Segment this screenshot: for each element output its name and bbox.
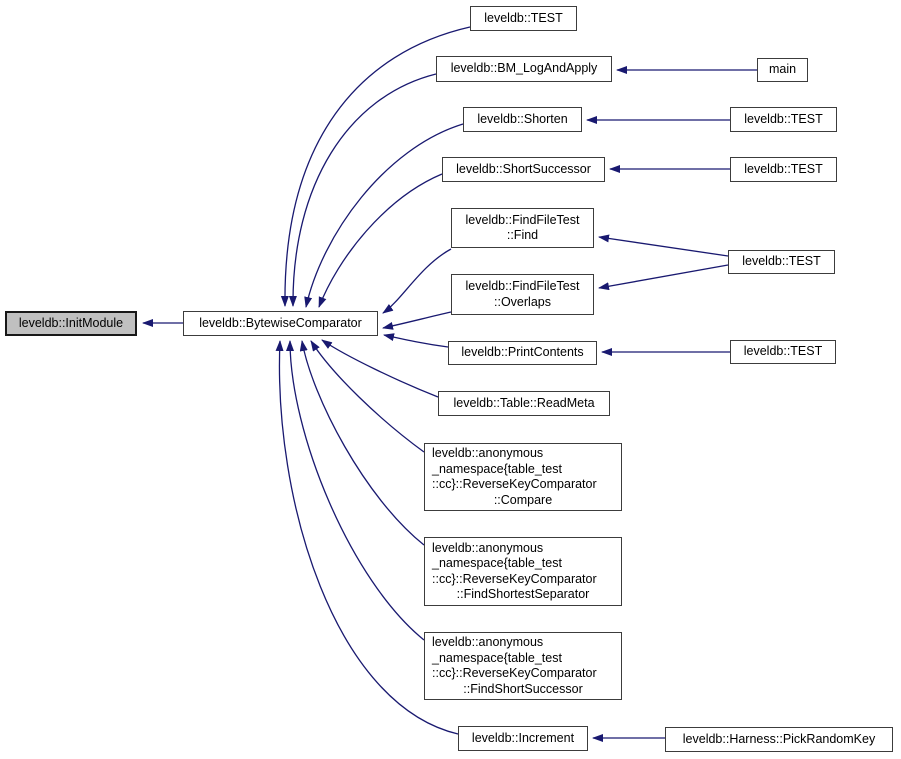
node-label: leveldb::anonymous [432,635,544,649]
node-reversekeycomparator-findshortestseparator[interactable]: leveldb::anonymous _namespace{table_test… [424,537,622,606]
node-label: ::FindShortSuccessor [463,681,583,696]
node-label: leveldb::BM_LogAndApply [450,61,598,76]
edge-shortsuccessor-to-bytewise [318,173,443,308]
node-label: leveldb::anonymous [432,540,544,555]
edge-printcontents-to-bytewise [383,333,449,348]
edge-shorten-to-bytewise [304,123,464,308]
edge-findfiletest-find-to-bytewise [382,248,452,314]
edge-test-to-findfiletest-find [598,234,729,257]
node-label: leveldb::TEST [744,111,823,126]
node-reversekeycomparator-findshortsuccessor[interactable]: leveldb::anonymous _namespace{table_test… [424,632,622,700]
node-label: leveldb::FindFileTest [465,212,580,227]
node-label: ::Overlaps [494,294,551,309]
node-label: _namespace{table_test [432,650,562,665]
node-leveldb-findfiletest-find[interactable]: leveldb::FindFileTest ::Find [451,208,594,248]
node-leveldb-printcontents[interactable]: leveldb::PrintContents [448,341,597,365]
node-main[interactable]: main [757,58,808,82]
node-leveldb-bm-logandapply[interactable]: leveldb::BM_LogAndApply [436,56,612,82]
node-label: ::Compare [493,492,553,507]
node-label: ::cc}::ReverseKeyComparator [432,571,597,586]
node-leveldb-test-3[interactable]: leveldb::TEST [730,157,837,182]
node-leveldb-test-4[interactable]: leveldb::TEST [728,250,835,274]
node-leveldb-initmodule: leveldb::InitModule [5,311,137,336]
node-label: leveldb::Shorten [477,111,568,126]
node-leveldb-findfiletest-overlaps[interactable]: leveldb::FindFileTest ::Overlaps [451,274,594,315]
node-leveldb-test-5[interactable]: leveldb::TEST [730,340,836,364]
node-label: leveldb::FindFileTest [465,279,580,293]
edge-test-top-to-bytewise [280,26,471,307]
node-label: leveldb::Table::ReadMeta [453,395,595,410]
edge-rkc-findshortestseparator-to-bytewise [299,340,425,546]
node-leveldb-test-1[interactable]: leveldb::TEST [470,6,577,31]
node-reversekeycomparator-compare[interactable]: leveldb::anonymous _namespace{table_test… [424,443,622,511]
node-label: leveldb::TEST [743,344,823,359]
edge-rkc-findshortsuccessor-to-bytewise [286,340,425,641]
node-label: ::Find [506,228,539,242]
node-label: ::FindShortestSeparator [456,587,590,601]
node-label: leveldb::TEST [744,161,823,176]
node-label: leveldb::PrintContents [461,345,584,360]
node-leveldb-test-2[interactable]: leveldb::TEST [730,107,837,132]
node-label: _namespace{table_test [432,556,562,570]
node-label: ::cc}::ReverseKeyComparator [432,666,597,680]
node-leveldb-increment[interactable]: leveldb::Increment [458,726,588,751]
edge-increment-to-bytewise [275,340,459,735]
node-label: leveldb::TEST [742,254,821,269]
node-label: leveldb::anonymous [432,446,544,460]
node-leveldb-table-readmeta[interactable]: leveldb::Table::ReadMeta [438,391,610,416]
edge-rkc-compare-to-bytewise [310,340,425,453]
edge-readmeta-to-bytewise [321,339,439,398]
node-label: leveldb::ShortSuccessor [456,161,591,176]
node-leveldb-shorten[interactable]: leveldb::Shorten [463,107,582,132]
edge-bmlogandapply-to-bytewise [288,73,437,307]
node-label: leveldb::BytewiseComparator [199,315,362,330]
node-label: leveldb::TEST [484,10,563,25]
node-leveldb-shortsuccessor[interactable]: leveldb::ShortSuccessor [442,157,605,182]
node-label: leveldb::Increment [471,730,575,745]
node-label: main [768,62,797,77]
node-label: _namespace{table_test [432,461,562,476]
edge-findfiletest-overlaps-to-bytewise [382,311,452,330]
node-leveldb-harness-pickrandomkey[interactable]: leveldb::Harness::PickRandomKey [665,727,893,752]
edge-test-to-findfiletest-overlaps [598,264,729,291]
node-label: leveldb::Harness::PickRandomKey [682,731,876,746]
node-label: leveldb::InitModule [18,315,124,330]
node-leveldb-bytewisecomparator[interactable]: leveldb::BytewiseComparator [183,311,378,336]
node-label: ::cc}::ReverseKeyComparator [432,477,597,491]
